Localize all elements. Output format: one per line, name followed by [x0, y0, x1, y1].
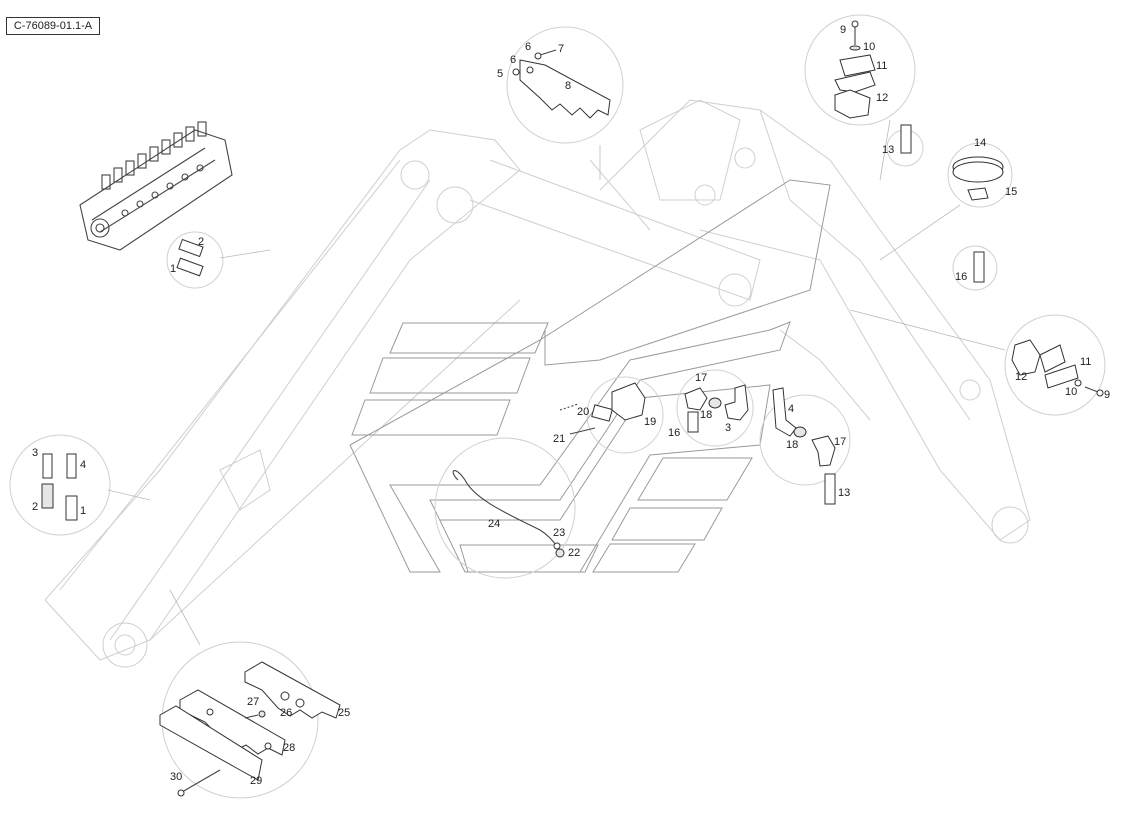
callout: 29: [250, 775, 262, 787]
clamp-detail-right: 12 11 10 9: [1011, 339, 1110, 401]
callout: 1: [170, 263, 176, 275]
callout: 21: [553, 433, 565, 445]
callout: 12: [876, 92, 888, 104]
callout: 15: [1005, 186, 1017, 198]
callout: 11: [876, 60, 887, 72]
callout: 25: [338, 707, 350, 719]
callout: 8: [565, 80, 571, 92]
right-parts: 13 14 15 16: [882, 124, 1017, 283]
detail-circles: [9, 14, 1106, 799]
decal-outlines: [349, 179, 831, 573]
callout: 18: [786, 439, 798, 451]
callout: 23: [553, 527, 565, 539]
callout: 9: [1104, 389, 1110, 401]
callout: 10: [1065, 386, 1077, 398]
callout: 10: [863, 41, 875, 53]
callout: 3: [725, 422, 731, 434]
callout: 13: [882, 144, 894, 156]
callout: 24: [488, 518, 500, 530]
callout: 27: [247, 696, 259, 708]
callout: 28: [283, 742, 295, 754]
bracket-assembly: 27 26 25 28 29 30: [159, 661, 350, 797]
callout: 2: [198, 236, 204, 248]
callout: 3: [32, 447, 38, 459]
callout: 14: [974, 137, 986, 149]
callout: 9: [840, 24, 846, 36]
callout: 17: [695, 372, 707, 384]
callout: 22: [568, 547, 580, 559]
callout: 18: [700, 409, 712, 421]
drawing-reference: C-76089-01.1-A: [6, 17, 100, 35]
callout: 6: [525, 41, 531, 53]
callout: 1: [80, 505, 86, 517]
valve-fittings: 2 1: [170, 236, 204, 277]
callout: 16: [668, 427, 680, 439]
boom-arm-outline: [44, 99, 1031, 668]
callout: 13: [838, 487, 850, 499]
callout: 7: [558, 43, 564, 55]
callout: 30: [170, 771, 182, 783]
callout: 20: [577, 406, 589, 418]
callout: 4: [788, 403, 794, 415]
control-valve-assembly: [79, 121, 233, 251]
callout: 26: [280, 707, 292, 719]
callout: 6: [510, 54, 516, 66]
callout: 4: [80, 459, 86, 471]
callout: 19: [644, 416, 656, 428]
callout: 16: [955, 271, 967, 283]
callout: 11: [1080, 356, 1091, 368]
left-fittings: 3 4 2 1: [32, 447, 86, 521]
clip-detail: 6 7 5 6 8: [497, 41, 611, 119]
callout: 17: [834, 436, 846, 448]
clamp-detail-top: 9 10 11 12: [834, 20, 888, 119]
callout: 5: [497, 68, 503, 80]
callout: 2: [32, 501, 38, 513]
callout: 12: [1015, 371, 1027, 383]
center-parts: 20 21 19 17 18 16 3 4 18 17 13 24 23 22: [452, 372, 850, 559]
